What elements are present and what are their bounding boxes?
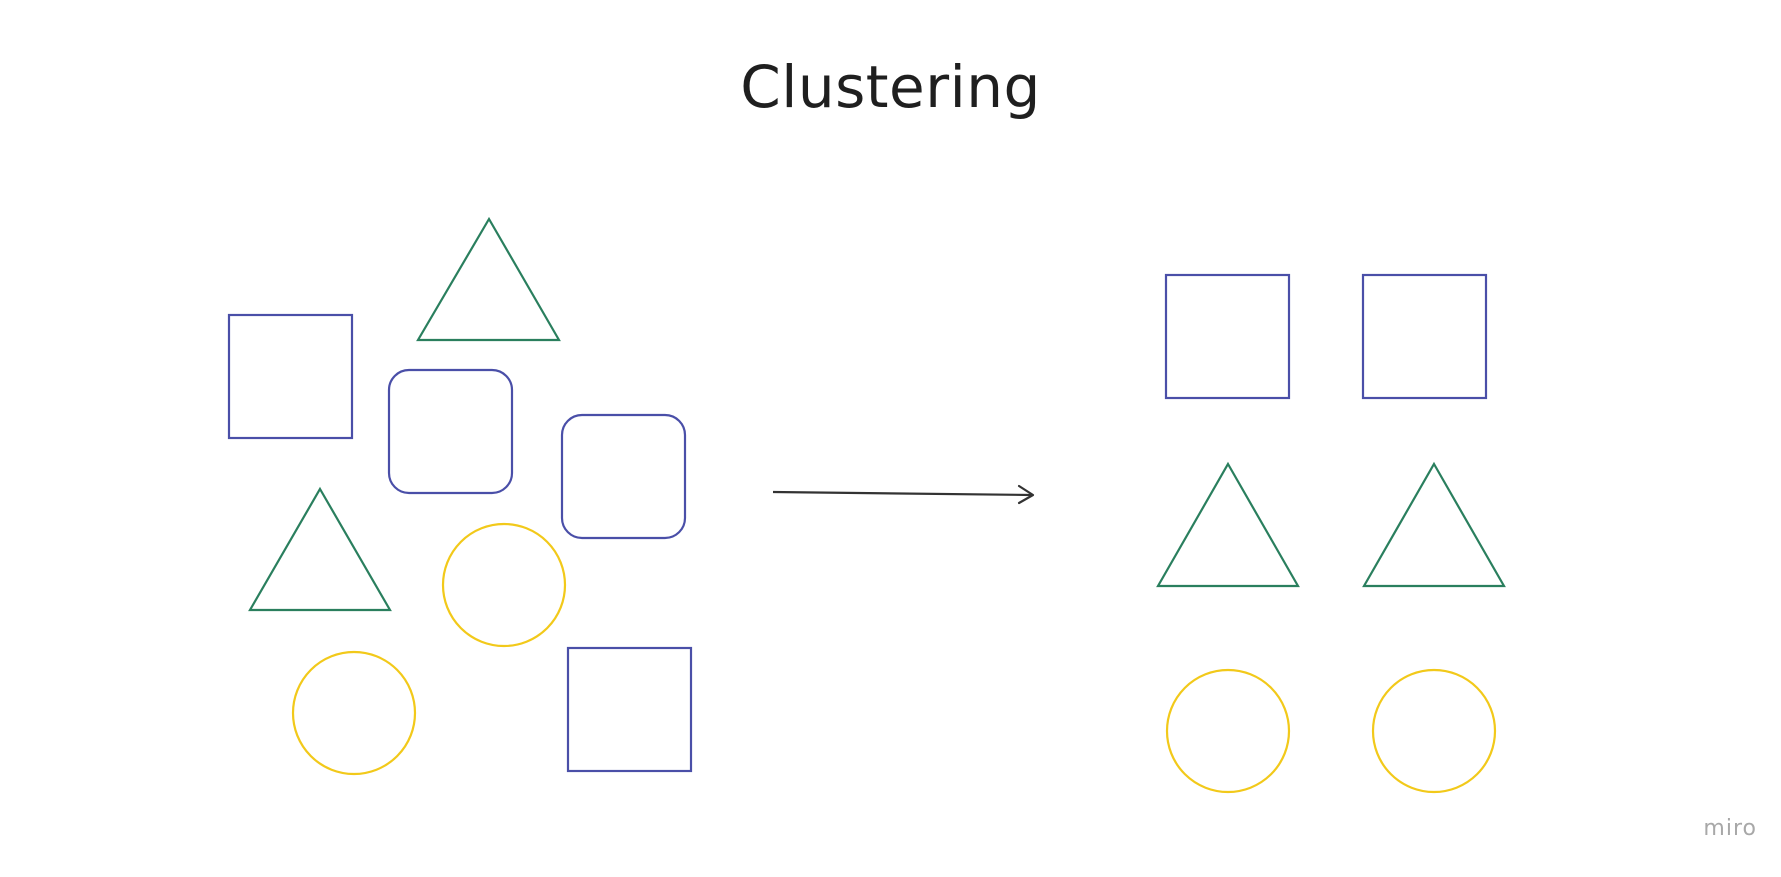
cluster-circle-1[interactable] — [1165, 668, 1291, 794]
unsorted-circle-2[interactable] — [291, 650, 417, 776]
arrow-head — [1017, 484, 1035, 505]
diagram-title: Clustering — [740, 53, 1041, 121]
arrow-shaft — [772, 490, 1032, 497]
cluster-square-1[interactable] — [1164, 273, 1291, 400]
cluster-square-2[interactable] — [1361, 273, 1488, 400]
unsorted-rounded-square-2[interactable] — [560, 413, 687, 540]
unsorted-group — [227, 216, 693, 776]
transform-arrow — [772, 484, 1035, 505]
unsorted-triangle-1[interactable] — [416, 216, 561, 342]
unsorted-triangle-2[interactable] — [248, 486, 392, 612]
cluster-circle-2[interactable] — [1371, 668, 1497, 794]
unsorted-square-1[interactable] — [227, 313, 354, 440]
unsorted-circle-1[interactable] — [441, 522, 567, 648]
unsorted-square-2[interactable] — [566, 646, 693, 773]
miro-watermark: miro — [1703, 816, 1757, 841]
cluster-triangle-1[interactable] — [1156, 461, 1300, 588]
clustered-group — [1156, 273, 1506, 794]
cluster-triangle-2[interactable] — [1362, 461, 1506, 588]
unsorted-rounded-square-1[interactable] — [387, 368, 514, 495]
